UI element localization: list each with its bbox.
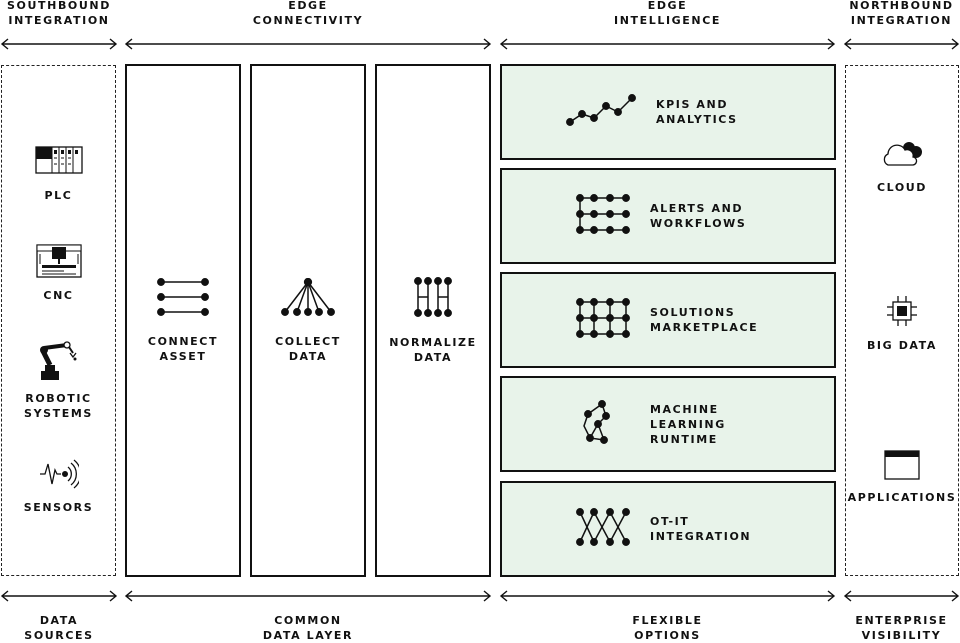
enterprise-panel: CLOUD BIG DATA APPLICATIONS bbox=[845, 65, 959, 576]
window-icon bbox=[884, 450, 920, 484]
column-label: NORMALIZE DATA bbox=[389, 335, 477, 364]
connect-asset-column: CONNECT ASSET bbox=[125, 64, 241, 577]
footer-common-data-layer: COMMON DATA LAYER bbox=[262, 614, 354, 642]
span-arrow-data-sources bbox=[0, 590, 118, 602]
collect-data-icon bbox=[281, 277, 335, 320]
span-arrow-enterprise-visibility bbox=[843, 590, 960, 602]
ml-graph-icon bbox=[580, 400, 630, 448]
span-arrow-northbound bbox=[843, 38, 960, 50]
box-label: ALERTS AND WORKFLOWS bbox=[650, 202, 747, 230]
box-label: MACHINE LEARNING RUNTIME bbox=[650, 402, 726, 446]
chip-icon bbox=[885, 294, 919, 332]
destination-label: APPLICATIONS bbox=[847, 491, 957, 504]
plc-icon bbox=[34, 146, 83, 180]
solutions-marketplace-box: SOLUTIONS MARKETPLACE bbox=[500, 272, 836, 368]
kpis-analytics-box: KPIS AND ANALYTICS bbox=[500, 64, 836, 160]
sensor-icon bbox=[39, 458, 81, 494]
normalize-data-column: NORMALIZE DATA bbox=[375, 64, 491, 577]
source-label: PLC bbox=[44, 189, 73, 202]
robot-arm-icon bbox=[37, 341, 81, 385]
destination-big-data: BIG DATA bbox=[846, 294, 958, 353]
destination-label: BIG DATA bbox=[866, 339, 938, 352]
grid-nodes-icon bbox=[576, 298, 630, 342]
source-label: CNC bbox=[43, 289, 74, 302]
column-label: CONNECT ASSET bbox=[147, 334, 219, 363]
source-plc: PLC bbox=[2, 146, 115, 203]
source-sensors: SENSORS bbox=[2, 458, 115, 515]
machine-learning-runtime-box: MACHINE LEARNING RUNTIME bbox=[500, 376, 836, 472]
cloud-icon bbox=[880, 140, 924, 172]
workflow-icon bbox=[576, 194, 630, 238]
destination-cloud: CLOUD bbox=[846, 140, 958, 195]
span-arrow-southbound bbox=[0, 38, 118, 50]
footer-enterprise-visibility: ENTERPRISE VISIBILITY bbox=[855, 614, 948, 642]
destination-applications: APPLICATIONS bbox=[846, 450, 958, 505]
data-sources-panel: PLC CNC ROBOTIC SYSTEMS SENSORS bbox=[1, 65, 116, 576]
crossed-nodes-icon bbox=[576, 508, 630, 550]
header-southbound: SOUTHBOUND INTEGRATION bbox=[7, 0, 111, 27]
collect-data-column: COLLECT DATA bbox=[250, 64, 366, 577]
source-label: ROBOTIC SYSTEMS bbox=[24, 392, 93, 420]
connect-asset-icon bbox=[157, 277, 209, 320]
destination-label: CLOUD bbox=[876, 181, 928, 194]
source-label: SENSORS bbox=[23, 501, 94, 514]
box-label: KPIS AND ANALYTICS bbox=[656, 98, 738, 126]
span-arrow-edge-connectivity bbox=[124, 38, 492, 50]
header-edge-connectivity: EDGE CONNECTIVITY bbox=[252, 0, 364, 27]
box-label: SOLUTIONS MARKETPLACE bbox=[650, 306, 759, 334]
source-cnc: CNC bbox=[2, 244, 115, 303]
footer-flexible-options: FLEXIBLE OPTIONS bbox=[632, 614, 703, 642]
normalize-data-icon bbox=[414, 276, 452, 321]
line-chart-icon bbox=[566, 93, 636, 131]
header-edge-intelligence: EDGE INTELLIGENCE bbox=[614, 0, 721, 27]
span-arrow-edge-intelligence bbox=[499, 38, 836, 50]
ot-it-integration-box: OT-IT INTEGRATION bbox=[500, 481, 836, 577]
column-label: COLLECT DATA bbox=[275, 334, 341, 363]
cnc-icon bbox=[35, 244, 82, 282]
footer-data-sources: DATA SOURCES bbox=[24, 614, 94, 642]
header-northbound: NORTHBOUND INTEGRATION bbox=[849, 0, 954, 27]
span-arrow-flexible-options bbox=[499, 590, 836, 602]
alerts-workflows-box: ALERTS AND WORKFLOWS bbox=[500, 168, 836, 264]
box-label: OT-IT INTEGRATION bbox=[650, 515, 752, 543]
span-arrow-common-data-layer bbox=[124, 590, 492, 602]
source-robotic-systems: ROBOTIC SYSTEMS bbox=[2, 341, 115, 421]
